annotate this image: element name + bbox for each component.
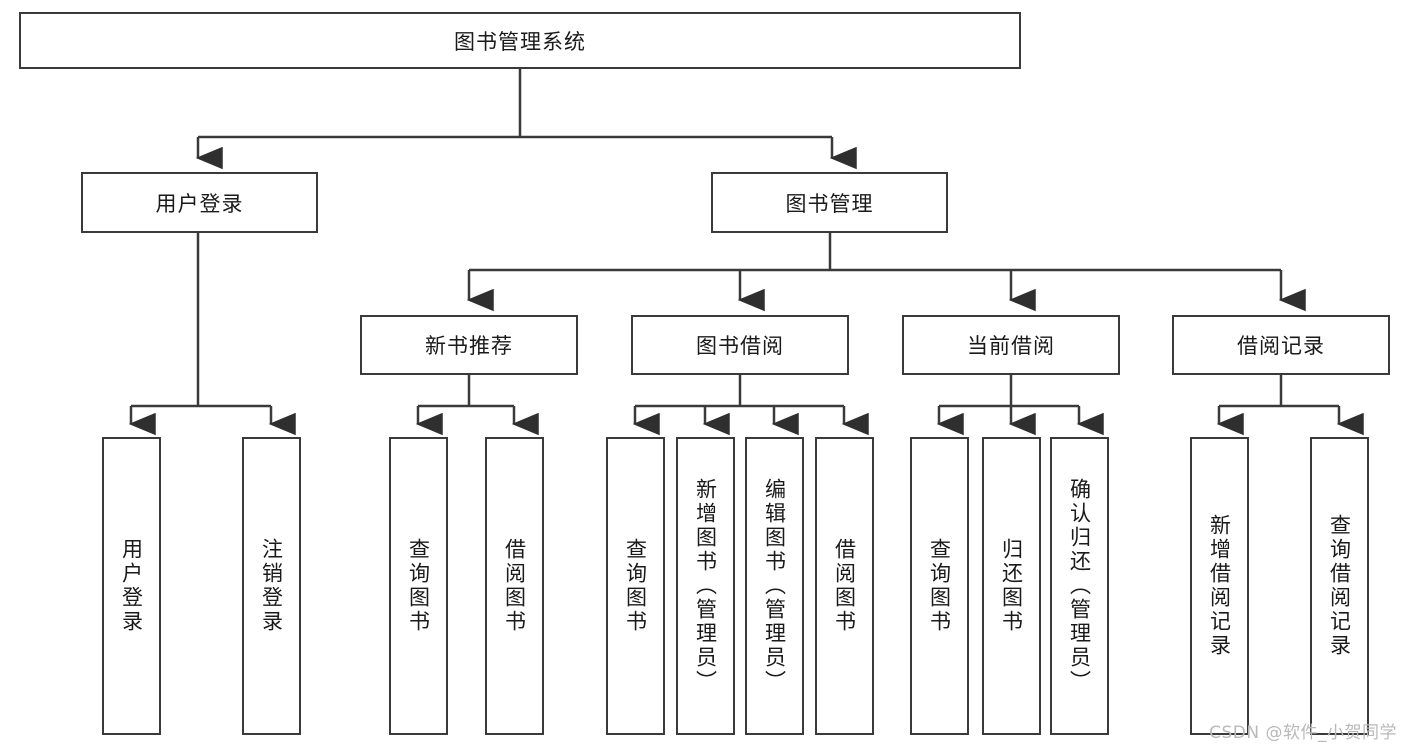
leaf-user-login-login-label: 用户登录 [119, 538, 144, 634]
leaf-borrow-add-book[interactable]: 新增图书（管理员） [676, 437, 735, 735]
leaf-record-query-record[interactable]: 查询借阅记录 [1310, 437, 1369, 735]
node-book-management[interactable]: 图书管理 [711, 172, 948, 233]
node-root-system[interactable]: 图书管理系统 [19, 12, 1021, 69]
node-user-login[interactable]: 用户登录 [81, 172, 318, 233]
leaf-borrow-edit-book[interactable]: 编辑图书（管理员） [745, 437, 804, 735]
leaf-current-return-book[interactable]: 归还图书 [982, 437, 1041, 735]
leaf-user-login-logout-label: 注销登录 [259, 538, 284, 634]
leaf-borrow-borrow-book-label: 借阅图书 [832, 538, 857, 634]
watermark-text: CSDN @软件_小贺同学 [1209, 723, 1397, 743]
node-book-borrow-label: 图书借阅 [696, 334, 784, 358]
leaf-user-login-logout[interactable]: 注销登录 [242, 437, 301, 735]
leaf-recommend-borrow-book-label: 借阅图书 [502, 538, 527, 634]
leaf-record-add-record-label: 新增借阅记录 [1207, 514, 1232, 658]
leaf-current-return-book-label: 归还图书 [999, 538, 1024, 634]
node-borrow-record[interactable]: 借阅记录 [1172, 315, 1390, 375]
leaf-borrow-add-book-label: 新增图书（管理员） [693, 478, 718, 694]
leaf-record-add-record[interactable]: 新增借阅记录 [1190, 437, 1249, 735]
node-book-borrow[interactable]: 图书借阅 [631, 315, 849, 375]
node-user-login-label: 用户登录 [155, 191, 244, 216]
leaf-user-login-login[interactable]: 用户登录 [102, 437, 161, 735]
node-borrow-record-label: 借阅记录 [1237, 334, 1325, 358]
node-current-borrow[interactable]: 当前借阅 [902, 315, 1120, 375]
node-new-book-recommend-label: 新书推荐 [425, 334, 513, 358]
leaf-record-query-record-label: 查询借阅记录 [1327, 514, 1352, 658]
leaf-recommend-query-book-label: 查询图书 [406, 538, 431, 634]
leaf-recommend-borrow-book[interactable]: 借阅图书 [485, 437, 544, 735]
node-new-book-recommend[interactable]: 新书推荐 [360, 315, 578, 375]
leaf-recommend-query-book[interactable]: 查询图书 [389, 437, 448, 735]
leaf-current-query-book-label: 查询图书 [927, 538, 952, 634]
node-root-system-label: 图书管理系统 [454, 29, 586, 54]
node-current-borrow-label: 当前借阅 [967, 334, 1055, 358]
leaf-current-query-book[interactable]: 查询图书 [910, 437, 969, 735]
leaf-current-confirm-return-label: 确认归还（管理员） [1067, 478, 1092, 694]
node-book-management-label: 图书管理 [785, 191, 874, 216]
leaf-borrow-borrow-book[interactable]: 借阅图书 [815, 437, 874, 735]
leaf-borrow-edit-book-label: 编辑图书（管理员） [762, 478, 787, 694]
leaf-borrow-query-book[interactable]: 查询图书 [606, 437, 665, 735]
leaf-borrow-query-book-label: 查询图书 [623, 538, 648, 634]
leaf-current-confirm-return[interactable]: 确认归还（管理员） [1050, 437, 1109, 735]
